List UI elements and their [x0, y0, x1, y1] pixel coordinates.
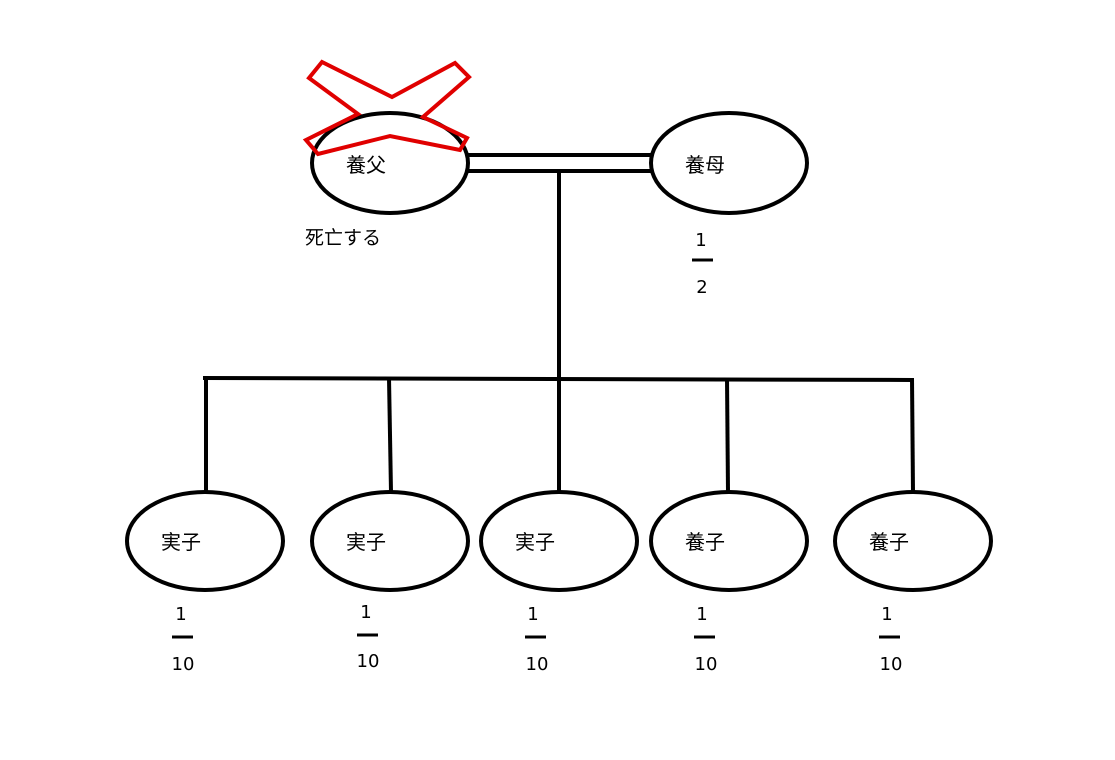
child-label-2: 実子	[346, 530, 386, 554]
child-node-2: 実子	[310, 490, 470, 592]
adoptive-mother-label: 養母	[685, 153, 725, 177]
child-node-1: 実子	[125, 490, 285, 592]
deceased-note: 死亡する	[305, 227, 381, 249]
child-drop-line-4	[725, 377, 730, 493]
adoptive-father-label: 養父	[346, 153, 386, 177]
child-node-4: 養子	[649, 490, 809, 592]
adoptive-father-node: 養父	[310, 111, 470, 215]
child-share-numerator-4: 1	[696, 604, 707, 625]
child-share-fraction-3: 1 10	[525, 604, 548, 675]
child-share-fraction-4: 1 10	[694, 604, 717, 675]
child-share-denominator-3: 10	[526, 654, 549, 675]
child-label-5: 養子	[869, 530, 909, 554]
child-share-numerator-5: 1	[881, 604, 892, 625]
child-node-5: 養子	[833, 490, 993, 592]
deceased-cross-mark	[302, 59, 472, 157]
child-share-numerator-1: 1	[175, 604, 186, 625]
child-label-3: 実子	[515, 530, 555, 554]
mother-share-numerator: 1	[695, 230, 706, 251]
child-share-fraction-5: 1 10	[879, 604, 902, 675]
mother-share-fraction: 1 2	[692, 230, 713, 298]
child-drop-line-5	[910, 377, 915, 493]
child-label-1: 実子	[161, 530, 201, 554]
child-share-denominator-1: 10	[172, 654, 195, 675]
child-share-numerator-3: 1	[527, 604, 538, 625]
child-share-fraction-1: 1 10	[172, 604, 195, 675]
child-label-4: 養子	[685, 530, 725, 554]
child-share-numerator-2: 1	[360, 602, 371, 623]
child-share-denominator-2: 10	[357, 651, 380, 672]
mother-share-denominator: 2	[696, 277, 707, 298]
child-share-fraction-2: 1 10	[357, 602, 380, 672]
sibling-bar-line	[202, 376, 914, 382]
adoptive-mother-node: 養母	[649, 111, 809, 215]
child-share-denominator-5: 10	[880, 654, 903, 675]
child-drop-line-2	[387, 377, 393, 493]
child-node-3: 実子	[479, 490, 639, 592]
child-share-denominator-4: 10	[695, 654, 718, 675]
